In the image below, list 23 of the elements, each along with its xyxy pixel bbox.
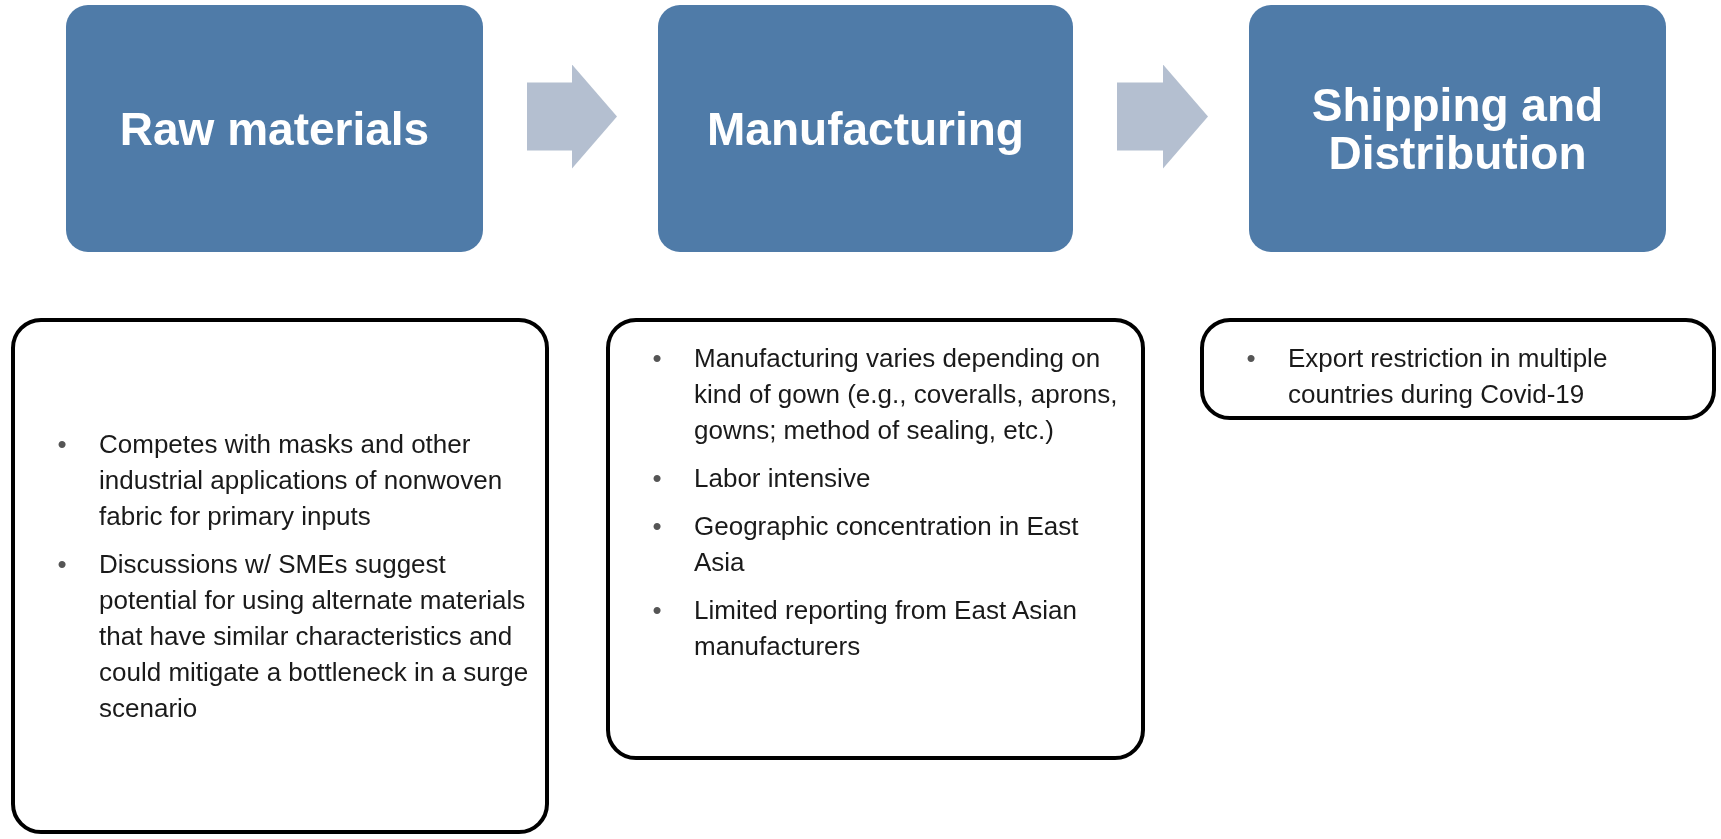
bullet-item: Limited reporting from East Asian manufacturers	[694, 594, 1078, 663]
bullet-item: Discussions w/ SMEs suggest potential for using alternate materials that have similar characteristics and could mitigate a bottleneck in a surge scenario	[99, 548, 529, 725]
stage-title: Manufacturing	[707, 104, 1024, 153]
bullet-mark: •	[1245, 342, 1257, 375]
stage-title: Raw materials	[119, 104, 430, 153]
bullet-mark: •	[56, 548, 68, 581]
bullet-item: Export restriction in multiple countries during Covid-19	[1288, 342, 1609, 411]
stage-box	[66, 5, 483, 252]
bullet-mark: •	[651, 594, 663, 627]
bullet-mark: •	[651, 342, 663, 375]
stage-box	[658, 5, 1073, 252]
stage-title: Shipping and Distribution	[1310, 80, 1605, 177]
notes-box	[1200, 318, 1716, 420]
bullet-item: Manufacturing varies depending on kind of gown (e.g., coveralls, aprons, gowns; method of sealing, etc.)	[694, 342, 1119, 447]
bullet-item: Geographic concentration in East Asia	[694, 510, 1080, 579]
stage-box	[1249, 5, 1666, 252]
bullet-mark: •	[651, 462, 663, 495]
bullet-item: Competes with masks and other industrial applications of nonwoven fabric for primary inputs	[99, 428, 504, 533]
notes-box	[11, 318, 549, 834]
bullet-mark: •	[651, 510, 663, 543]
notes-box	[606, 318, 1145, 760]
bullet-item: Labor intensive	[694, 462, 872, 495]
bullet-mark: •	[56, 428, 68, 461]
